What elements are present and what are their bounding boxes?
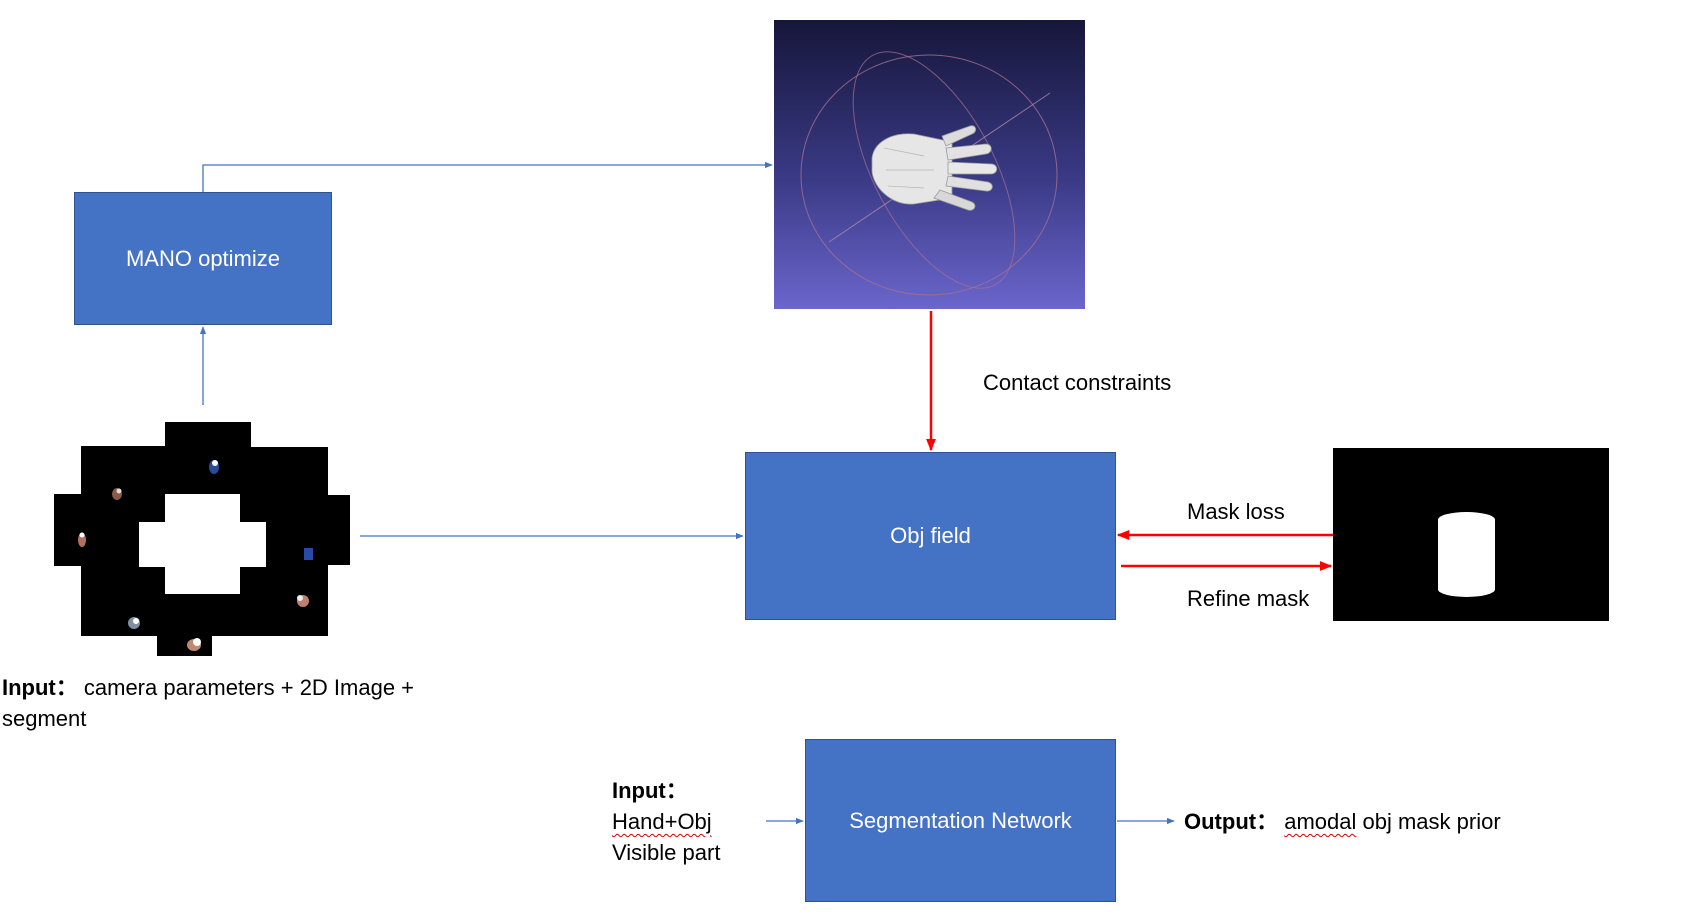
seg-input-hand-obj: Hand+Obj: [612, 809, 712, 834]
refine-mask-label: Refine mask: [1187, 586, 1310, 611]
mano-optimize-label: MANO optimize: [125, 245, 281, 271]
seg-output-heading: Output：: [1184, 809, 1279, 834]
3d-hand-mesh-render: [774, 20, 1085, 309]
arrow-mano-to-render: [202, 161, 773, 192]
obj-field-box: Obj field: [745, 452, 1116, 620]
seg-output-rest: obj mask prior: [1356, 809, 1501, 834]
seg-input-line2: Visible part: [612, 840, 721, 865]
mano-optimize-box: MANO optimize: [74, 192, 332, 325]
main-input-line2: segment: [2, 706, 87, 731]
seg-output-text: Output： amodal obj mask prior: [1184, 806, 1501, 837]
hand-render-graphic: [800, 51, 1058, 296]
segmentation-network-label: Segmentation Network: [849, 807, 1072, 833]
collage-graphic: [54, 422, 350, 656]
object-mask-image: [1333, 448, 1609, 621]
segmentation-network-box: Segmentation Network: [805, 739, 1116, 902]
main-input-heading: Input：: [2, 675, 78, 700]
seg-input-line1: Hand+Obj: [612, 806, 712, 837]
seg-input-heading: Input：: [612, 778, 688, 803]
cylinder-mask-shape: [1438, 512, 1495, 597]
multi-view-image-collage: [54, 422, 350, 656]
mask-loss-label: Mask loss: [1187, 499, 1285, 524]
contact-constraints-label: Contact constraints: [983, 370, 1172, 395]
seg-output-amodal: amodal: [1284, 809, 1357, 834]
main-input-line1: Input： camera parameters + 2D Image +: [2, 672, 414, 703]
obj-field-label: Obj field: [890, 523, 971, 548]
main-input-description: camera parameters + 2D Image +: [77, 675, 415, 700]
view-thumbnails: [78, 460, 313, 651]
